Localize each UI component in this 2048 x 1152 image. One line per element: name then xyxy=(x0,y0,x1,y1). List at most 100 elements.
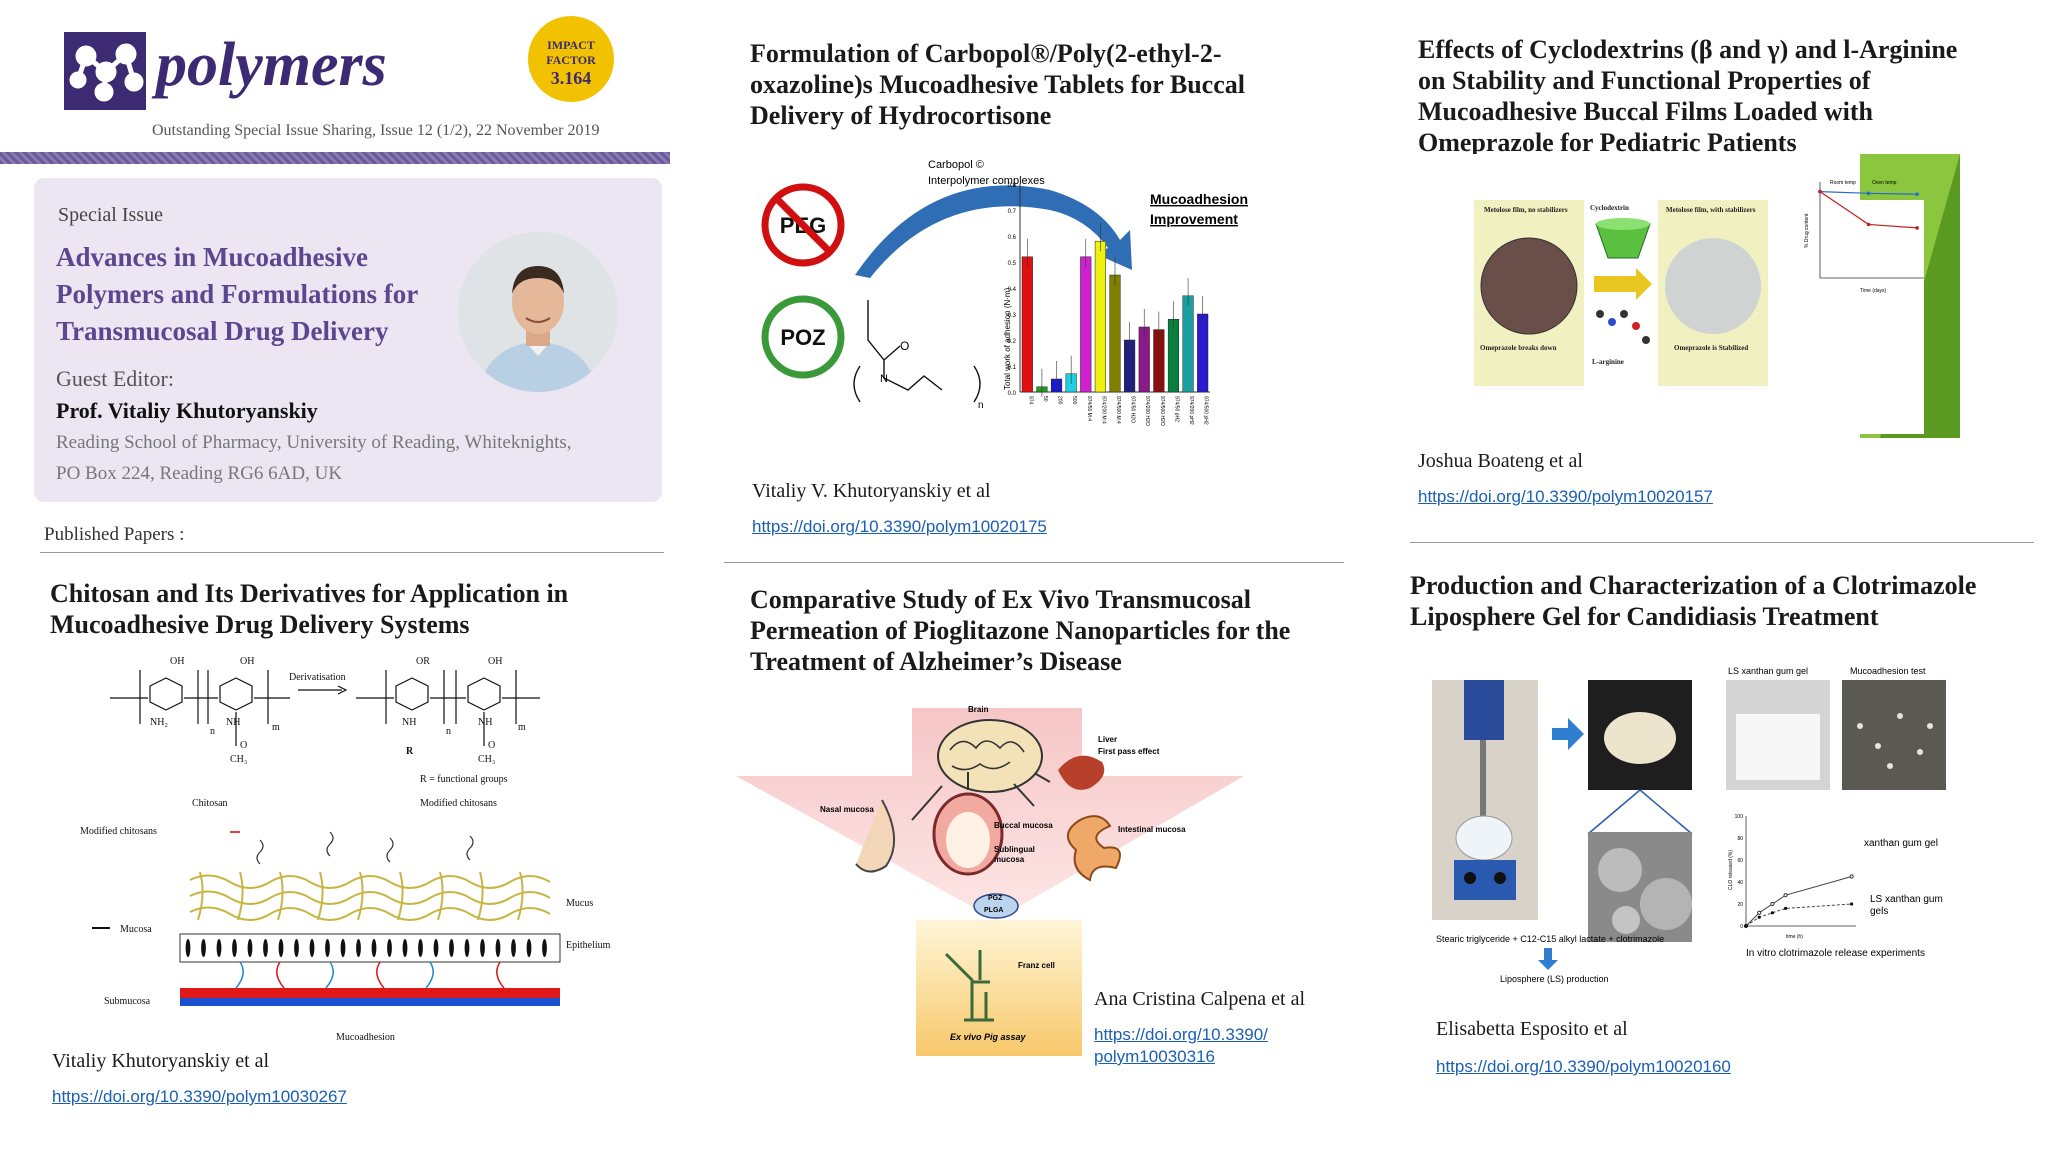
plga-label: PLGA xyxy=(984,907,1003,914)
brain-icon xyxy=(937,719,1043,793)
muco-improvement-1: Mucoadhesion xyxy=(1150,191,1248,207)
special-issue-title-1: Advances in Mucoadhesive xyxy=(56,242,369,272)
paper-2-title-1: Formulation of Carbopol®/Poly(2-ethyl-2- xyxy=(750,39,1222,68)
bar xyxy=(1080,256,1092,393)
paper-2-figure: PEG POZ Carbopol © Interpolymer complexe… xyxy=(750,150,1270,450)
x-tick-label: 974/50 H2O xyxy=(1130,396,1136,423)
chitosan-label: Chitosan xyxy=(192,798,228,809)
lsxg-label-1: LS xanthan gum xyxy=(1870,894,1943,905)
y-tick-label: 80 xyxy=(1737,836,1743,842)
paper-2-author: Vitaliy V. Khutoryanskiy et al xyxy=(752,480,991,502)
poz-icon xyxy=(761,295,845,379)
published-papers-label: Published Papers : xyxy=(44,524,185,545)
film-dark-icon xyxy=(1480,237,1578,335)
arrow-right-icon xyxy=(1594,268,1652,300)
data-point xyxy=(1866,191,1871,196)
svg-text:OH: OH xyxy=(170,656,184,667)
editor-affiliation-1: Reading School of Pharmacy, University o… xyxy=(56,432,572,453)
journal-name: polymers xyxy=(156,31,387,99)
data-point xyxy=(1818,189,1822,194)
epithelium-label: Epithelium xyxy=(566,940,611,951)
svg-text:N: N xyxy=(880,373,888,385)
molecule-icon xyxy=(69,43,144,102)
nose-icon xyxy=(855,799,896,873)
y-tick-label: 0.5 xyxy=(1008,261,1017,267)
svg-text:O: O xyxy=(900,339,909,353)
impact-label-1: IMPACT xyxy=(547,38,595,52)
data-point xyxy=(1866,222,1871,227)
svg-text:OH: OH xyxy=(240,656,254,667)
paper-3-author: Joshua Boateng et al xyxy=(1418,450,1583,472)
film2-label: Metolose film, with stabilizers xyxy=(1666,206,1756,214)
arginine-molecule-icon xyxy=(1596,310,1650,344)
liver-icon xyxy=(1058,755,1105,790)
y-tick-label: 0.0 xyxy=(1008,391,1017,397)
special-issue-title-2: Polymers and Formulations for xyxy=(56,279,419,309)
liposphere-photo xyxy=(1604,712,1676,764)
data-point xyxy=(1915,192,1919,196)
impact-factor-badge: IMPACT FACTOR 3.164 xyxy=(528,16,614,102)
x-tick-label: 974/500 H2O xyxy=(1159,396,1165,426)
svg-text:n: n xyxy=(978,400,984,411)
carbopol-label-1: Carbopol © xyxy=(928,159,984,171)
editor-affiliation-2: PO Box 224, Reading RG6 6AD, UK xyxy=(56,463,343,484)
data-point xyxy=(1757,915,1761,919)
divider-middle xyxy=(724,562,1344,563)
derivatisation-label: Derivatisation xyxy=(289,672,346,683)
x-tick-label: 500 xyxy=(1071,396,1077,405)
y-tick-label: 0.3 xyxy=(1008,313,1017,319)
chart-ylabel: Total work of adhesion (N·m) xyxy=(1003,287,1012,390)
data-point xyxy=(1757,910,1762,915)
paper-2-doi-link[interactable]: https://doi.org/10.3390/polym10020175 xyxy=(752,517,1047,536)
svg-text:R: R xyxy=(406,746,414,757)
svg-text:NH: NH xyxy=(402,717,416,728)
muco-improvement-2: Improvement xyxy=(1150,211,1238,227)
svg-text:CH₃: CH₃ xyxy=(230,754,247,765)
data-point xyxy=(1783,893,1788,898)
lsxg-line xyxy=(1745,903,1852,927)
paper-4-figure: Brain Liver First pass effect Nasal muco… xyxy=(736,700,1256,1060)
production-label: Liposphere (LS) production xyxy=(1500,974,1609,984)
arrow-right-icon xyxy=(1552,718,1584,750)
cd-label: Cyclodextrin xyxy=(1590,204,1629,212)
bar xyxy=(1094,240,1106,393)
y-tick-label: 0.6 xyxy=(1008,235,1017,241)
submucosa-label: Submucosa xyxy=(104,996,151,1007)
journal-logo xyxy=(64,32,146,110)
paper-4-title-2: Permeation of Pioglitazone Nanoparticles… xyxy=(750,616,1291,645)
special-issue-title-3: Transmucosal Drug Delivery xyxy=(56,316,389,346)
y-tick-label: 60 xyxy=(1737,858,1743,864)
paper-4-title-1: Comparative Study of Ex Vivo Transmucosa… xyxy=(750,585,1252,614)
paper-1-doi-link[interactable]: https://doi.org/10.3390/polym10030267 xyxy=(52,1087,347,1106)
paper-5-title-1: Production and Characterization of a Clo… xyxy=(1410,571,1977,600)
data-point xyxy=(1849,874,1854,879)
y-tick-label: 40 xyxy=(1737,880,1743,886)
editor-avatar xyxy=(458,232,618,392)
paper-4-doi-link-1[interactable]: https://doi.org/10.3390/ xyxy=(1094,1025,1268,1044)
film-light-icon xyxy=(1665,238,1761,334)
svg-text:O: O xyxy=(488,740,495,751)
legend-room: Room temp xyxy=(1830,180,1856,186)
paper-3-title-4: Omeprazole for Pediatric Patients xyxy=(1418,128,1797,157)
sublingual-label-1: Sublingual xyxy=(994,845,1035,854)
p3-xlabel: Time (days) xyxy=(1860,288,1887,294)
x-tick-label: 974/50 pH2 xyxy=(1173,396,1179,422)
buccal-label: Buccal mucosa xyxy=(994,821,1053,830)
sublingual-label-2: mucosa xyxy=(994,855,1025,864)
bar xyxy=(1109,274,1121,393)
p5-ylabel: CLO released (%) xyxy=(1728,850,1734,890)
bar xyxy=(1182,295,1194,393)
y-tick-label: 20 xyxy=(1737,902,1743,908)
paper-5-doi-link[interactable]: https://doi.org/10.3390/polym10020160 xyxy=(1436,1057,1731,1076)
paper-4-doi-link-2[interactable]: polym10030316 xyxy=(1094,1047,1215,1066)
paper-3-doi-link[interactable]: https://doi.org/10.3390/polym10020157 xyxy=(1418,487,1713,506)
modified-arrow-label: Modified chitosans xyxy=(80,826,157,837)
x-tick-label: 974/500 M:4 xyxy=(1115,396,1121,424)
brain-label: Brain xyxy=(968,705,989,714)
y-tick-label: 0.7 xyxy=(1008,209,1017,215)
muco-test-label: Mucoadhesion test xyxy=(1850,666,1926,676)
data-point xyxy=(1915,226,1919,230)
